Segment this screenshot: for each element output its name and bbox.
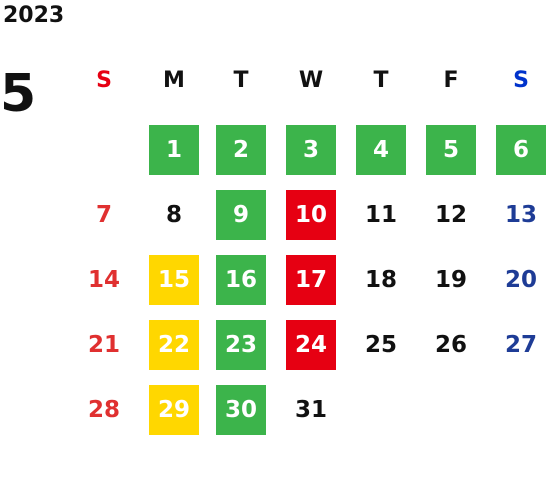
day-cell-12[interactable]: 12 bbox=[434, 202, 467, 228]
day-cell-11[interactable]: 11 bbox=[364, 202, 397, 228]
day-cell-7[interactable]: 7 bbox=[95, 202, 112, 228]
day-cell-18[interactable]: 18 bbox=[364, 267, 397, 293]
day-cell-21[interactable]: 21 bbox=[87, 332, 120, 358]
day-cell-22[interactable]: 22 bbox=[149, 320, 199, 370]
day-cell-13[interactable]: 13 bbox=[504, 202, 537, 228]
day-cell-15[interactable]: 15 bbox=[149, 255, 199, 305]
day-cell-17[interactable]: 17 bbox=[286, 255, 336, 305]
weekday-header-fri: F bbox=[443, 68, 459, 93]
month-label: 5 bbox=[0, 64, 37, 124]
weekday-header-sat: S bbox=[513, 68, 529, 93]
weekday-header-sun: S bbox=[96, 68, 112, 93]
day-cell-5[interactable]: 5 bbox=[426, 125, 476, 175]
day-cell-19[interactable]: 19 bbox=[434, 267, 467, 293]
day-cell-10[interactable]: 10 bbox=[286, 190, 336, 240]
day-cell-26[interactable]: 26 bbox=[434, 332, 467, 358]
day-cell-28[interactable]: 28 bbox=[87, 397, 120, 423]
day-cell-6[interactable]: 6 bbox=[496, 125, 546, 175]
day-cell-2[interactable]: 2 bbox=[216, 125, 266, 175]
day-cell-14[interactable]: 14 bbox=[87, 267, 120, 293]
day-cell-3[interactable]: 3 bbox=[286, 125, 336, 175]
day-cell-4[interactable]: 4 bbox=[356, 125, 406, 175]
day-cell-31[interactable]: 31 bbox=[294, 397, 327, 423]
weekday-header-mon: M bbox=[163, 68, 185, 93]
weekday-header-wed: W bbox=[298, 68, 324, 93]
weekday-header-tue: T bbox=[233, 68, 249, 93]
day-cell-9[interactable]: 9 bbox=[216, 190, 266, 240]
day-cell-20[interactable]: 20 bbox=[504, 267, 537, 293]
day-cell-16[interactable]: 16 bbox=[216, 255, 266, 305]
day-cell-25[interactable]: 25 bbox=[364, 332, 397, 358]
day-cell-1[interactable]: 1 bbox=[149, 125, 199, 175]
day-cell-30[interactable]: 30 bbox=[216, 385, 266, 435]
year-label: 2023 bbox=[3, 3, 65, 28]
day-cell-24[interactable]: 24 bbox=[286, 320, 336, 370]
day-cell-27[interactable]: 27 bbox=[504, 332, 537, 358]
day-cell-8[interactable]: 8 bbox=[165, 202, 182, 228]
day-cell-23[interactable]: 23 bbox=[216, 320, 266, 370]
weekday-header-thu: T bbox=[373, 68, 389, 93]
day-cell-29[interactable]: 29 bbox=[149, 385, 199, 435]
